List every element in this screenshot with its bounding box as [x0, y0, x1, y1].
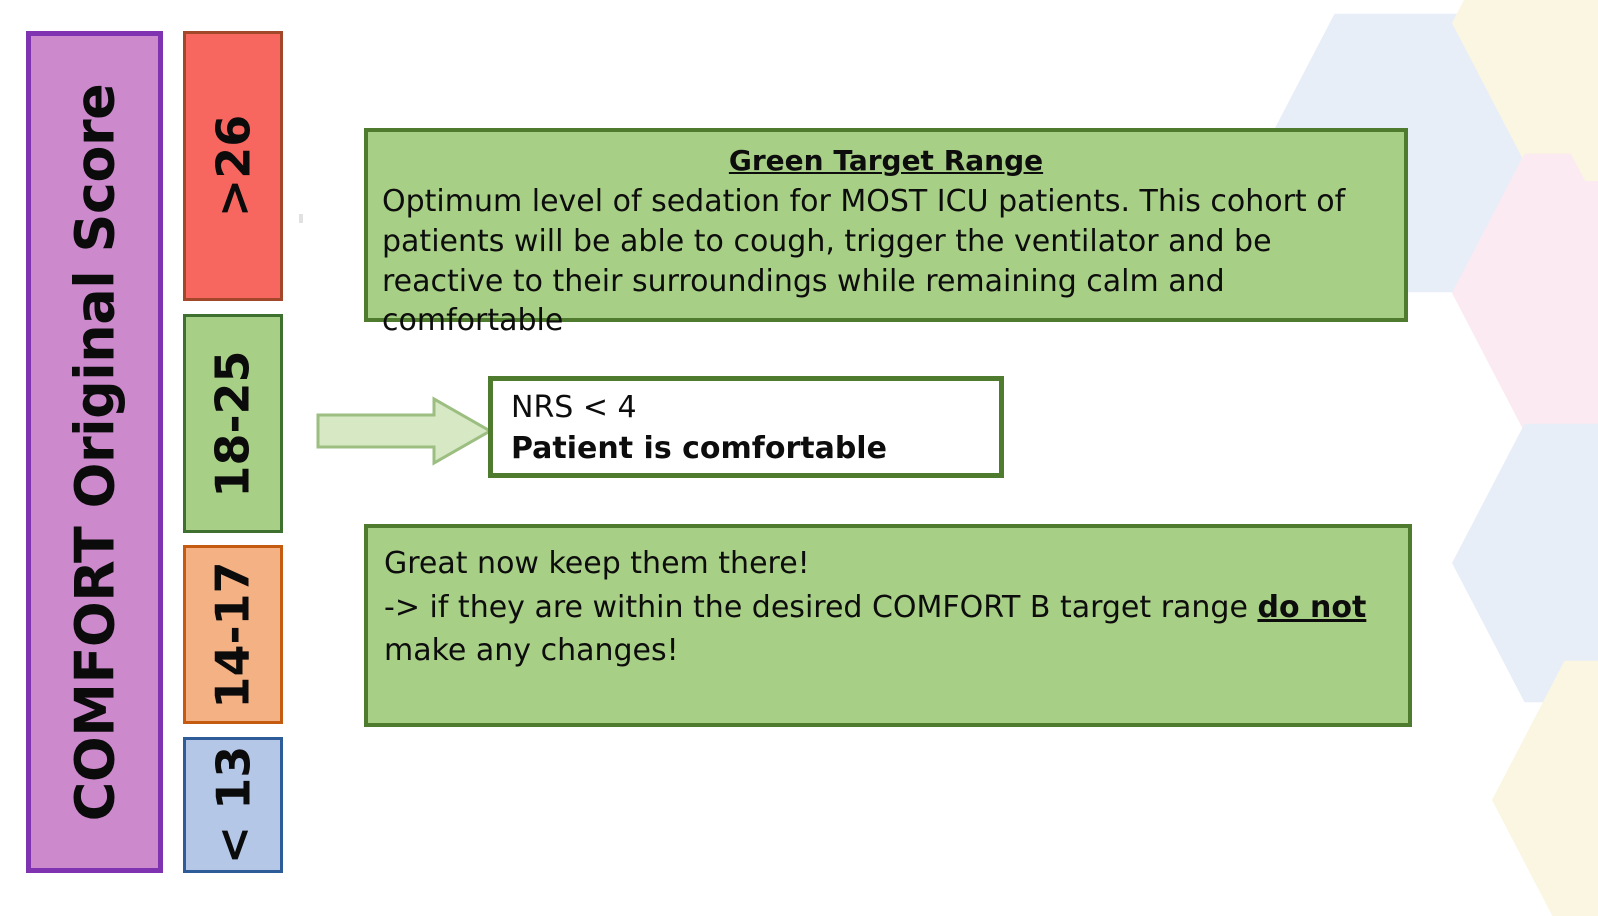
- score-chip-18-25: 18-25: [183, 314, 283, 533]
- hexagon-decoration-cream-far-top: [1535, 0, 1598, 185]
- hexagon-decoration-pink-right: [1452, 148, 1598, 438]
- green-target-range-panel: Green Target Range Optimum level of seda…: [364, 128, 1408, 338]
- keep-panel-line-2-text: -> if they are within the desired COMFOR…: [384, 589, 1258, 625]
- score-chip-label: 14-17: [206, 560, 260, 709]
- keep-panel-line-3: make any changes!: [384, 633, 679, 668]
- hexagon-decoration-blue-bottom-right: [1452, 418, 1598, 708]
- keep-panel-emphasis: do not: [1257, 589, 1367, 625]
- score-chip-over-26: >26: [183, 31, 283, 301]
- keep-panel-line-2: -> if they are within the desired COMFOR…: [384, 586, 1394, 630]
- stray-artifact-mark: [299, 214, 303, 223]
- score-chip-label: < 13: [206, 745, 261, 865]
- patient-comfortable-line: Patient is comfortable: [511, 430, 887, 466]
- right-arrow-icon: [316, 396, 494, 466]
- nrs-comfort-box: NRS < 4 Patient is comfortable: [488, 376, 1004, 478]
- score-chip-label: >26: [206, 114, 260, 218]
- keep-panel-line-1: Great now keep them there!: [384, 546, 810, 581]
- score-chip-under-13: < 13: [183, 737, 283, 873]
- keep-them-there-panel: Great now keep them there! -> if they ar…: [364, 524, 1412, 727]
- comfort-original-score-title-bar: COMFORT Original Score: [26, 31, 163, 873]
- green-target-range-body: Optimum level of sedation for MOST ICU p…: [382, 183, 1346, 339]
- score-chip-14-17: 14-17: [183, 545, 283, 724]
- nrs-value-line: NRS < 4: [511, 390, 637, 425]
- hexagon-decoration-cream-bottom: [1492, 655, 1598, 916]
- page-title: COMFORT Original Score: [63, 83, 127, 821]
- score-chip-label: 18-25: [206, 349, 260, 498]
- green-target-range-heading: Green Target Range: [728, 144, 1044, 177]
